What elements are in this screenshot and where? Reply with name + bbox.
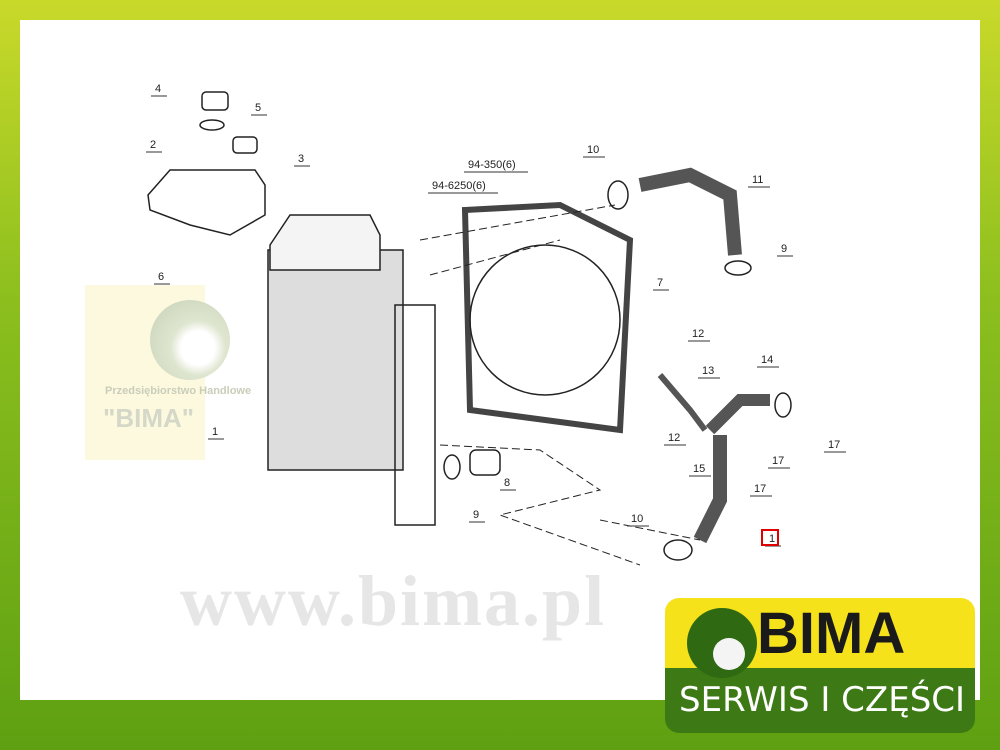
- callout-label: 9: [473, 509, 479, 521]
- callout-label: 12: [692, 328, 704, 340]
- clamp-10b: [663, 539, 693, 561]
- callout-label: 1: [212, 426, 218, 438]
- hose-11: [638, 167, 742, 256]
- callout-label: 17: [772, 455, 784, 467]
- clamp-17: [774, 392, 792, 418]
- hose-15: [693, 435, 727, 544]
- watermark-name: "BIMA": [103, 403, 195, 433]
- callout-label: 1: [769, 533, 775, 545]
- cap: [201, 91, 229, 111]
- seal-ring: [199, 119, 225, 131]
- bima-logo: BIMA SERWIS I CZĘŚCI: [665, 598, 975, 733]
- watermark-url: www.bima.pl: [180, 561, 607, 641]
- callout-label: 10: [587, 144, 599, 156]
- callout-label: 12: [668, 432, 680, 444]
- logo-ball-icon: [687, 608, 757, 678]
- hose-14: [705, 394, 770, 435]
- callout-label: 17: [754, 483, 766, 495]
- cap-3: [232, 136, 258, 154]
- callout-label: 6: [158, 271, 164, 283]
- shroud-ring: [469, 244, 621, 396]
- callout-label: 94-350(6): [468, 159, 516, 171]
- hose-8: [469, 449, 501, 476]
- highlight-box: [761, 529, 779, 546]
- callout-label: 15: [693, 463, 705, 475]
- callout-label: 13: [702, 365, 714, 377]
- fan-shroud: [461, 201, 634, 434]
- radiator-tank: [269, 214, 381, 271]
- radiator-side: [394, 304, 436, 526]
- callout-label: 94-6250(6): [432, 180, 486, 192]
- callout-label: 2: [150, 139, 156, 151]
- clamp-9b: [724, 260, 752, 276]
- logo-brand: BIMA: [757, 601, 906, 666]
- logo-tagline: SERWIS I CZĘŚCI: [679, 680, 966, 720]
- callout-label: 7: [657, 277, 663, 289]
- callout-label: 8: [504, 477, 510, 489]
- callout-label: 17: [828, 439, 840, 451]
- radiator: [267, 249, 404, 471]
- callout-label: 9: [781, 243, 787, 255]
- callout-label: 4: [155, 83, 161, 95]
- watermark-logo: Przedsiębiorstwo Handlowe "BIMA": [85, 285, 251, 460]
- watermark-company: Przedsiębiorstwo Handlowe: [105, 385, 252, 397]
- callout-label: 3: [298, 153, 304, 165]
- clamp-9: [443, 454, 461, 480]
- callout-label: 11: [752, 174, 763, 186]
- clamp-10a: [607, 180, 629, 210]
- callout-label: 5: [255, 102, 261, 114]
- hose-13: [657, 373, 708, 432]
- callout-label: 10: [631, 513, 643, 525]
- expansion-tank: [147, 169, 266, 236]
- callout-label: 14: [761, 354, 773, 366]
